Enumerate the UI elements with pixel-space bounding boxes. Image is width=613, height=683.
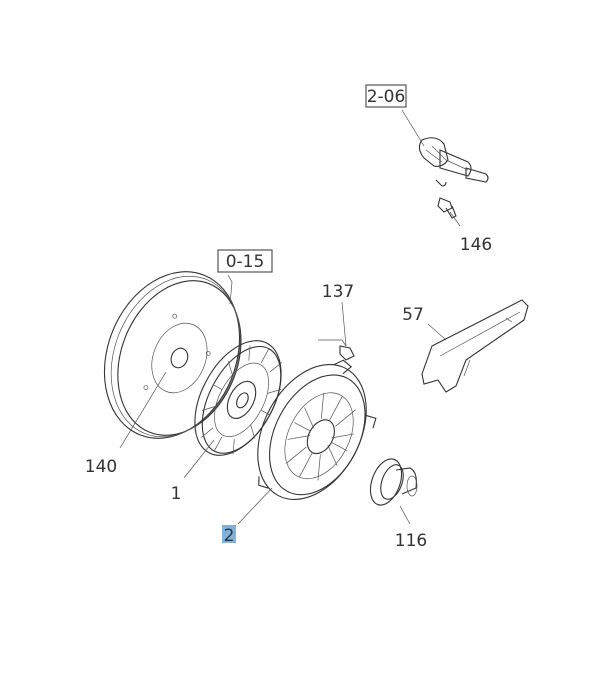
leader-lines — [119, 109, 461, 525]
callout-2[interactable]: 2 — [224, 526, 235, 546]
reference-label[interactable]: 0-15 — [226, 252, 265, 272]
bolt-137[interactable] — [318, 339, 355, 361]
callout-1[interactable]: 1 — [171, 484, 182, 504]
reference-box-0-15[interactable]: 0-15 — [217, 249, 273, 273]
callout-116[interactable]: 116 — [395, 531, 427, 551]
clutch-slave-cylinder[interactable] — [418, 137, 489, 187]
reference-box-2-06[interactable]: 2-06 — [365, 84, 407, 108]
pressure-plate[interactable] — [236, 341, 395, 520]
flywheel[interactable] — [80, 251, 265, 459]
reference-label[interactable]: 2-06 — [367, 87, 406, 107]
callout-57[interactable]: 57 — [402, 305, 424, 325]
clutch-disc[interactable] — [177, 326, 299, 469]
callout-140[interactable]: 140 — [85, 457, 117, 477]
release-fork[interactable] — [421, 299, 529, 393]
callout-146[interactable]: 146 — [460, 235, 492, 255]
callout-highlight — [222, 525, 236, 543]
release-bearing[interactable] — [365, 455, 418, 510]
callout-137[interactable]: 137 — [322, 282, 354, 302]
bolt-146[interactable] — [437, 197, 457, 219]
